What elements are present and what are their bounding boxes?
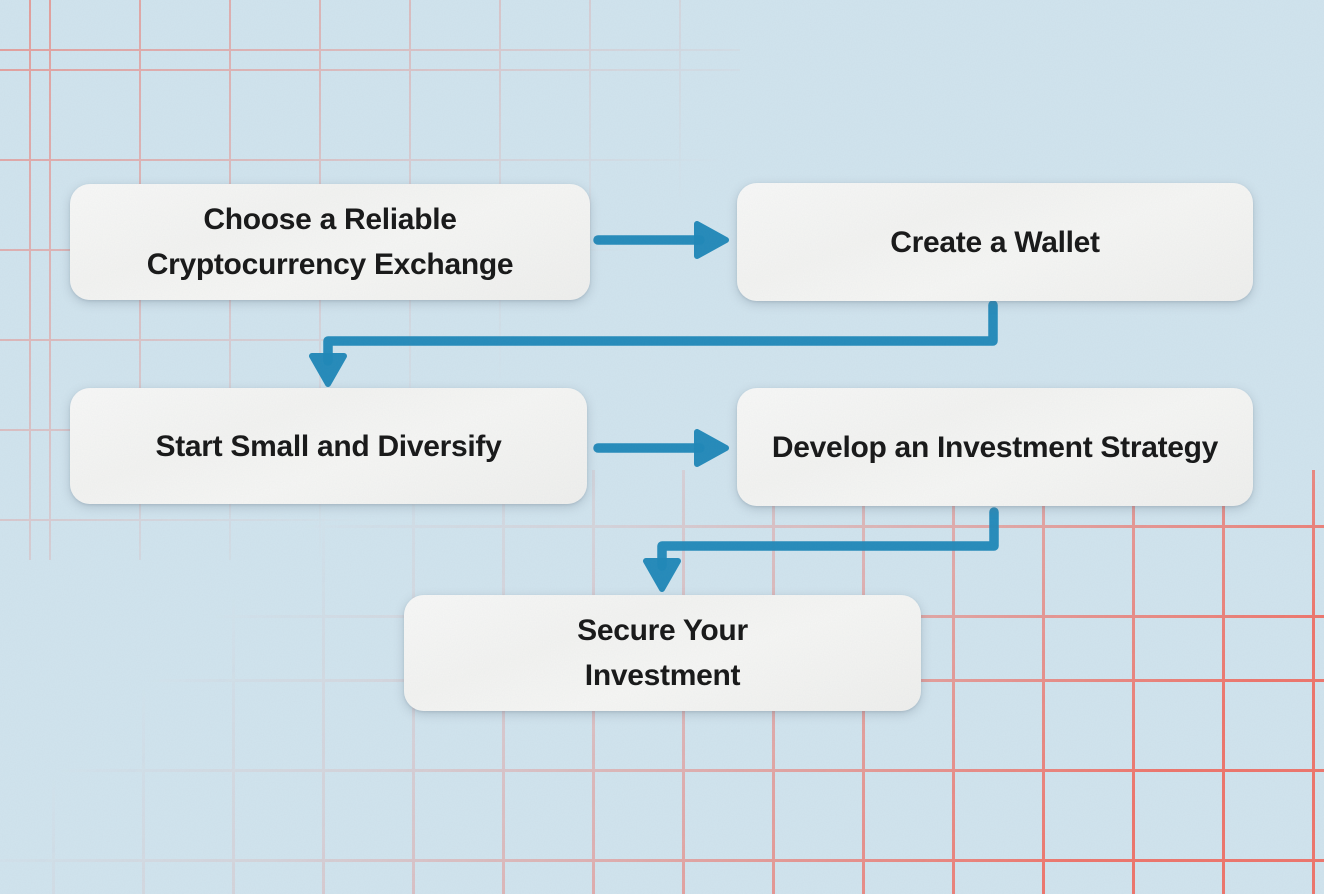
arrow-exchange-to-wallet-arrowhead [694,221,729,259]
flow-node-label: Choose a Reliable Cryptocurrency Exchang… [146,203,514,281]
flow-node-wallet: Create a Wallet [737,183,1253,301]
arrow-start-small-to-strategy-arrowhead [694,429,729,467]
connector-wallet-to-start-small [323,300,998,366]
flow-node-secure: Secure Your Investment [404,595,921,711]
flow-node-label: Develop an Investment Strategy [771,430,1219,464]
connector-wallet-to-start-small-arrowhead [309,353,347,387]
flow-node-label: Secure Your Investment [577,614,748,692]
flow-node-exchange: Choose a Reliable Cryptocurrency Exchang… [70,184,590,300]
flow-node-start-small: Start Small and Diversify [70,388,587,504]
flow-node-label: Create a Wallet [890,225,1100,259]
flow-node-label: Start Small and Diversify [155,429,502,463]
connector-strategy-to-secure [657,507,999,571]
connector-strategy-to-secure-arrowhead [643,558,681,592]
flow-node-strategy: Develop an Investment Strategy [737,388,1253,506]
